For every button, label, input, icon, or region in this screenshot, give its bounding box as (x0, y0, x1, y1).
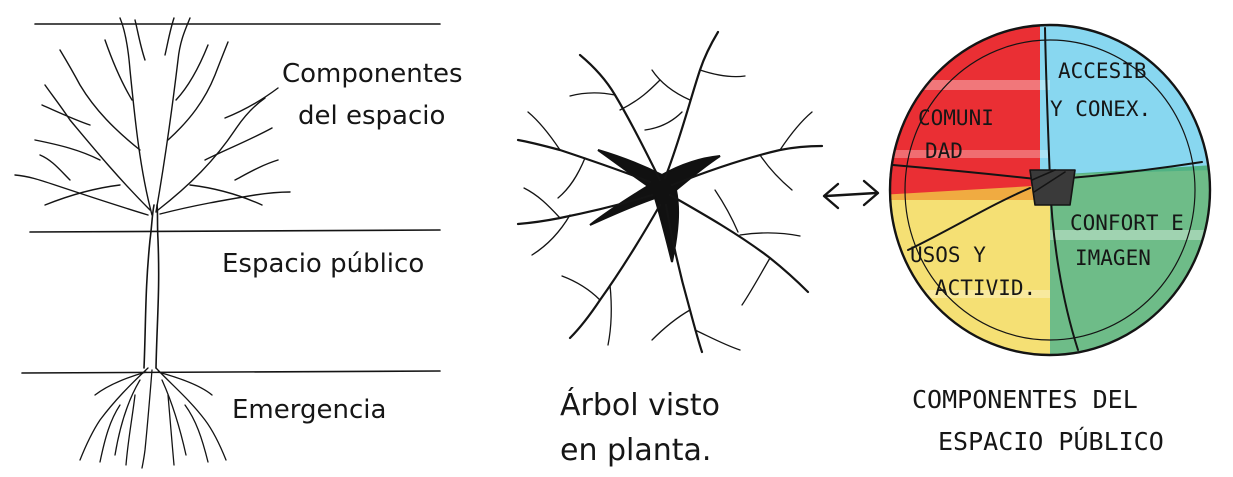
label-emergence: Emergencia (232, 395, 386, 425)
caption-tree-plan-line2: en planta. (560, 433, 711, 468)
caption-components-line1: COMPONENTES DEL (912, 385, 1138, 414)
tree-plan-diagram: Árbol visto en planta. (518, 32, 822, 468)
segment-access-label-line1: ACCESIB (1058, 59, 1147, 83)
label-public-space: Espacio público (222, 249, 424, 279)
circle-center-hatch (1030, 170, 1075, 205)
segment-uses-fill (880, 185, 1050, 360)
label-components-line2: del espacio (298, 101, 445, 131)
segment-community-label-line1: COMUNI (918, 106, 994, 130)
tree-trunk (144, 205, 159, 368)
segment-comfort-label-line2: IMAGEN (1075, 246, 1151, 270)
label-components-line1: Componentes (282, 59, 463, 89)
segment-uses-label-line1: USOS Y (910, 243, 986, 267)
segment-uses-label-line2: ACTIVID. (935, 276, 1036, 300)
tree-roots (80, 368, 226, 468)
segment-access-label-line2: Y CONEX. (1050, 97, 1151, 121)
stratum-line-middle (30, 230, 440, 232)
components-circle-diagram: COMUNI DAD ACCESIB Y CONEX. CONFORT E IM… (880, 20, 1220, 456)
caption-components-line2: ESPACIO PÚBLICO (938, 426, 1164, 456)
tree-section-diagram: Componentes del espacio Espacio público … (15, 18, 463, 468)
segment-community-label-line2: DAD (925, 139, 963, 163)
segment-comfort-label-line1: CONFORT E (1070, 211, 1184, 235)
caption-tree-plan-line1: Árbol visto (560, 387, 720, 423)
double-arrow-icon (824, 181, 878, 208)
tree-crown (15, 18, 290, 215)
stratum-line-bottom (22, 371, 440, 373)
